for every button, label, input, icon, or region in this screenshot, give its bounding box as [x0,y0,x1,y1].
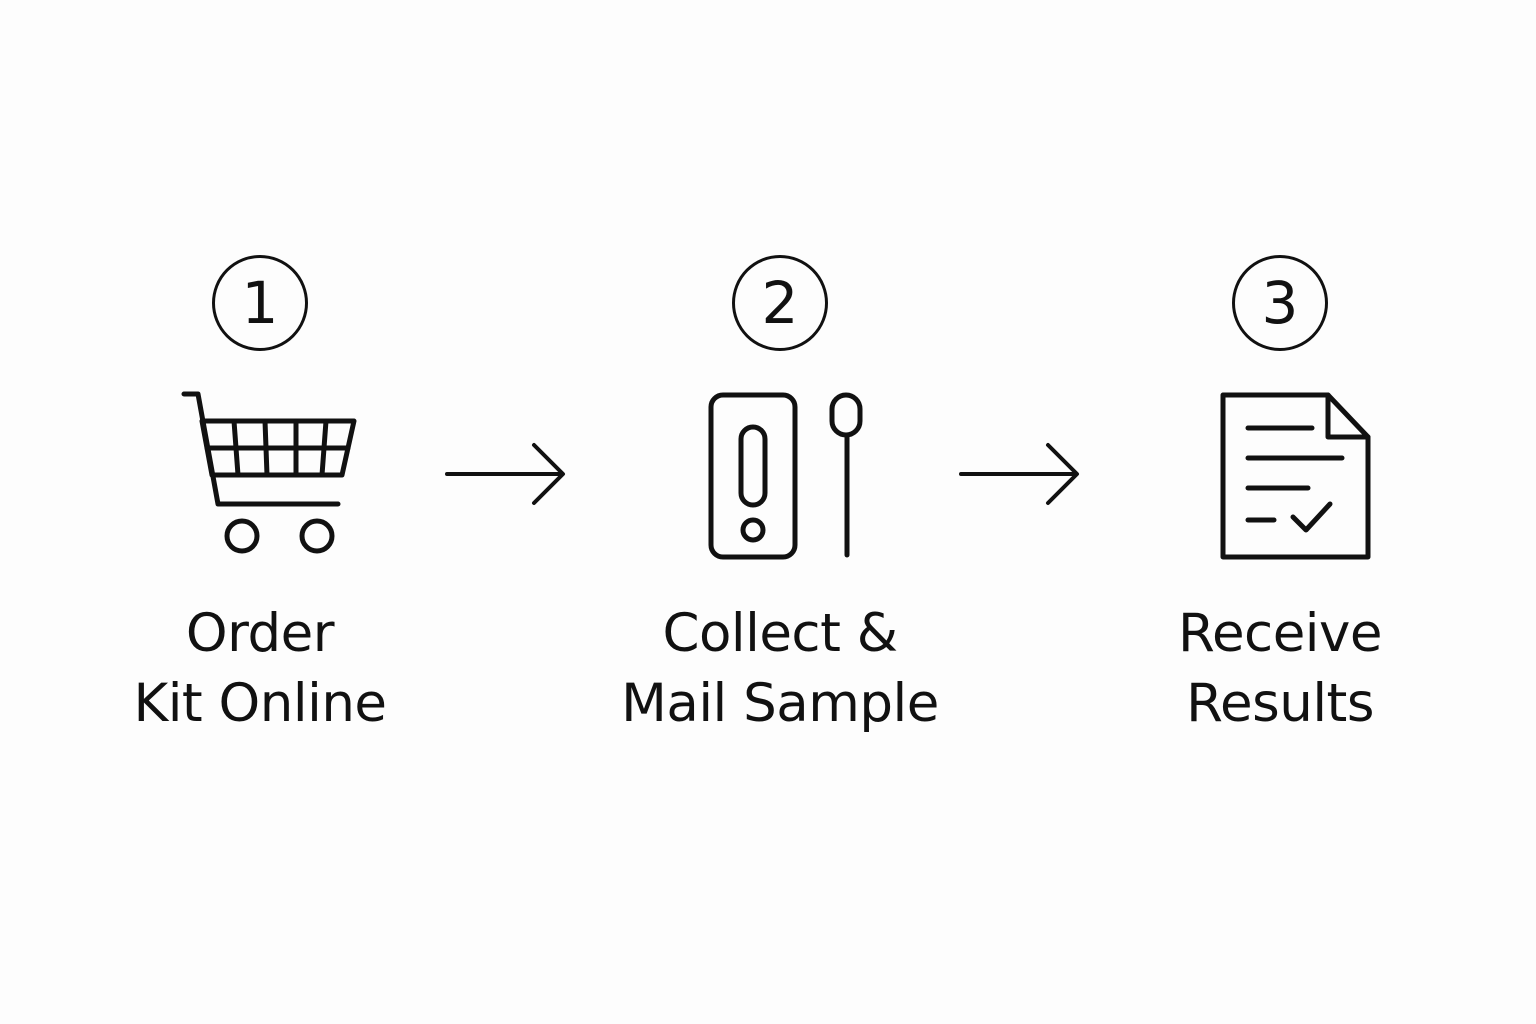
step-number-badge: 3 [1232,255,1328,351]
results-document-icon [1220,392,1371,560]
step-label: Receive Results [1178,599,1383,739]
test-kit-swab-icon [708,392,863,560]
step-label: Collect & Mail Sample [621,599,939,739]
step-label-line: Receive [1178,603,1383,664]
step-label-line: Results [1186,673,1374,734]
arrow-right-icon [445,443,565,505]
step-receive-results: 3 Receive Results [1070,255,1490,739]
step-label-line: Order [185,603,335,664]
step-label-line: Kit Online [133,673,387,734]
step-label: Order Kit Online [133,599,387,739]
step-label-line: Mail Sample [621,673,939,734]
step-number-badge: 2 [732,255,828,351]
step-collect-sample: 2 Collect & Mail Sample [570,255,990,739]
step-label-line: Collect & [662,603,898,664]
step-order-kit: 1 Order Kit Online [50,255,470,739]
shopping-cart-icon [181,391,357,554]
arrow-right-icon [959,443,1079,505]
step-number-badge: 1 [212,255,308,351]
